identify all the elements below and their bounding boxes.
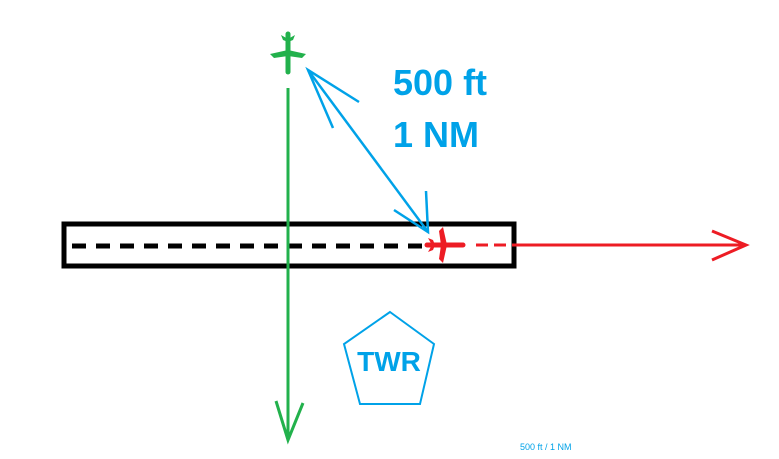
airplane-icon <box>424 227 466 263</box>
separation-arrowhead-bottom <box>393 190 430 235</box>
separation-edge-label: 500 ft / 1 NM <box>520 442 572 452</box>
tower-pentagon <box>342 310 436 405</box>
tower-label: TWR <box>357 346 421 377</box>
separation-label-line2: 1 NM <box>393 114 479 155</box>
separation-line <box>306 69 430 233</box>
red-arrowhead <box>711 229 750 262</box>
green-arrowhead <box>274 400 305 445</box>
airplane-icon <box>270 31 306 75</box>
separation-arrowhead-top <box>305 66 360 129</box>
separation-label-line1: 500 ft <box>393 62 487 103</box>
